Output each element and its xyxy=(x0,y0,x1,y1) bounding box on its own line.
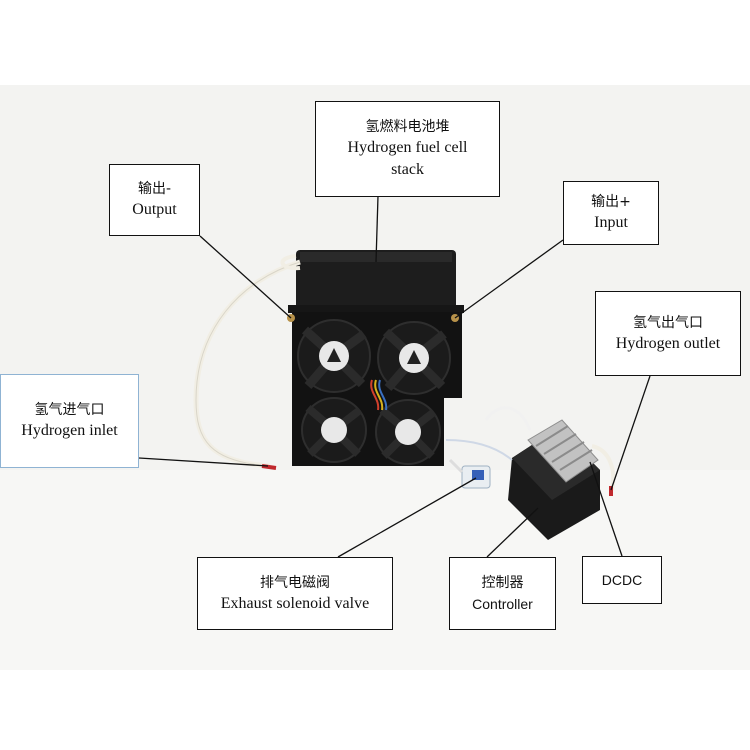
fan-wires xyxy=(370,379,380,411)
label-input-plus-zh: 输出+ xyxy=(591,194,631,210)
leader-lines xyxy=(138,195,651,558)
label-hydrogen-inlet-en: Hydrogen inlet xyxy=(21,422,118,439)
leader-hydrogen-inlet xyxy=(138,457,269,467)
label-stack-en-line1: Hydrogen fuel cell xyxy=(347,139,468,156)
label-input-plus-en: Input xyxy=(594,214,628,231)
label-hydrogen-outlet: 氢气出气口 Hydrogen outlet xyxy=(595,291,741,376)
dcdc-heatsink xyxy=(527,419,599,483)
fuel-cell-stack xyxy=(287,250,464,466)
label-output-minus: 输出- Output xyxy=(109,164,200,236)
label-hydrogen-inlet: 氢气进气口 Hydrogen inlet xyxy=(0,374,139,468)
label-controller: 控制器 Controller xyxy=(449,557,556,630)
fan-top-right xyxy=(377,321,451,395)
label-dcdc: DCDC xyxy=(582,556,662,604)
label-exhaust-valve-zh: 排气电磁阀 xyxy=(260,574,330,591)
leader-dcdc xyxy=(589,461,623,557)
label-hydrogen-outlet-zh: 氢气出气口 xyxy=(633,314,703,331)
label-exhaust-valve-en: Exhaust solenoid valve xyxy=(220,594,370,612)
leader-controller xyxy=(486,507,539,558)
leader-hydrogen-outlet xyxy=(610,375,651,491)
label-dcdc-en: DCDC xyxy=(601,572,643,588)
label-exhaust-valve: 排气电磁阀 Exhaust solenoid valve xyxy=(197,557,393,630)
fan-bottom-left xyxy=(301,397,367,463)
label-stack-en-line2: stack xyxy=(391,161,424,178)
leader-exhaust-valve xyxy=(337,477,477,558)
label-output-minus-en: Output xyxy=(132,201,177,218)
controller-module xyxy=(445,406,600,540)
leader-output-minus xyxy=(199,235,292,319)
label-output-minus-zh: 输出- xyxy=(137,181,172,197)
leader-stack xyxy=(375,195,379,263)
label-input-plus: 输出+ Input xyxy=(563,181,659,245)
label-controller-zh: 控制器 xyxy=(481,574,524,591)
label-stack-zh: 氢燃料电池堆 xyxy=(365,119,450,135)
label-controller-en: Controller xyxy=(472,595,533,612)
label-hydrogen-outlet-en: Hydrogen outlet xyxy=(615,334,721,352)
label-hydrogen-inlet-zh: 氢气进气口 xyxy=(34,402,105,418)
fan-bottom-right xyxy=(375,399,441,465)
label-stack: 氢燃料电池堆 Hydrogen fuel cell stack xyxy=(315,101,500,197)
leader-input-plus xyxy=(454,239,564,319)
fan-top-left xyxy=(297,319,371,393)
